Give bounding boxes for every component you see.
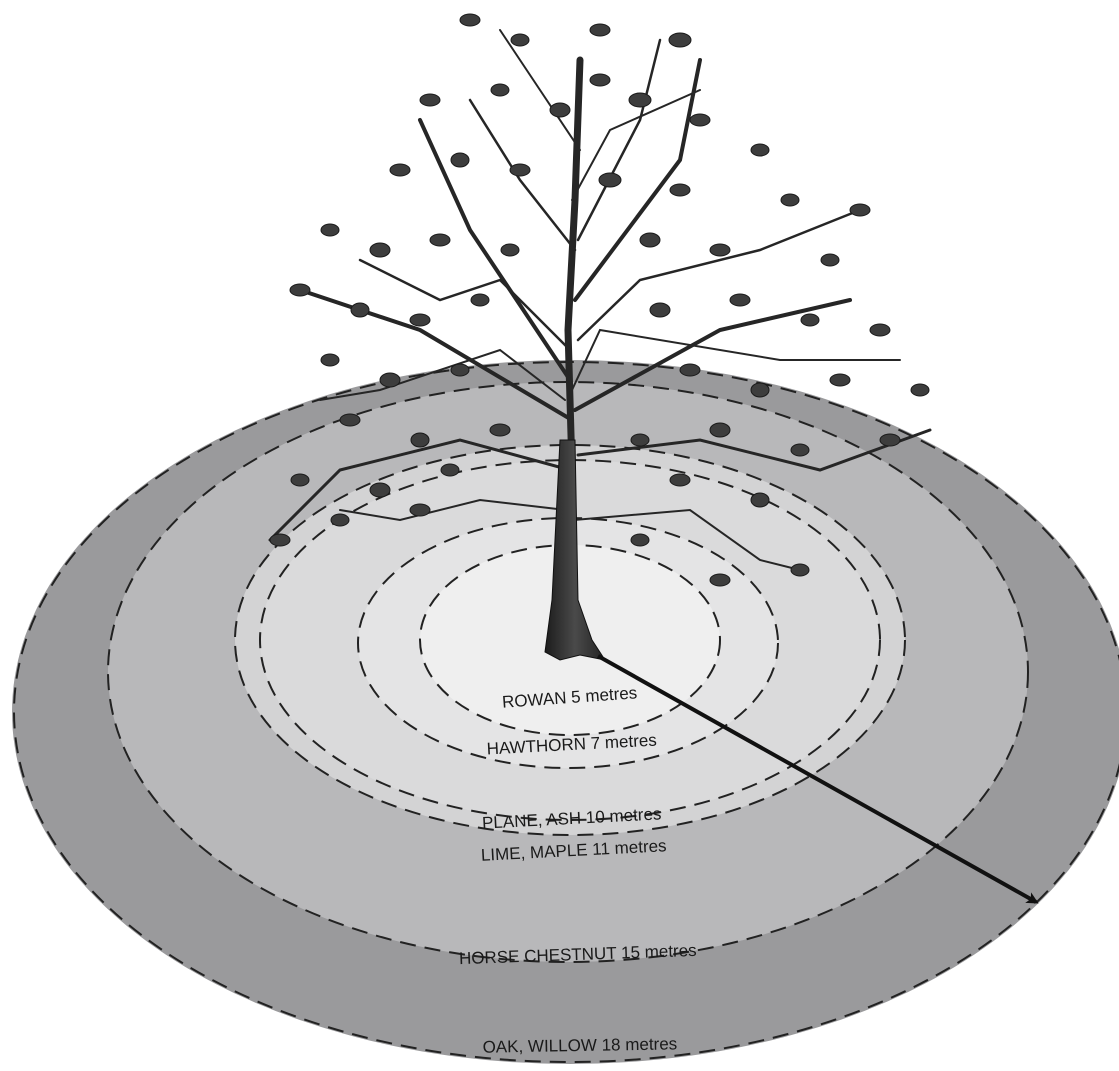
zone-label-oak-willow: OAK, WILLOW 18 metres: [482, 1034, 677, 1056]
